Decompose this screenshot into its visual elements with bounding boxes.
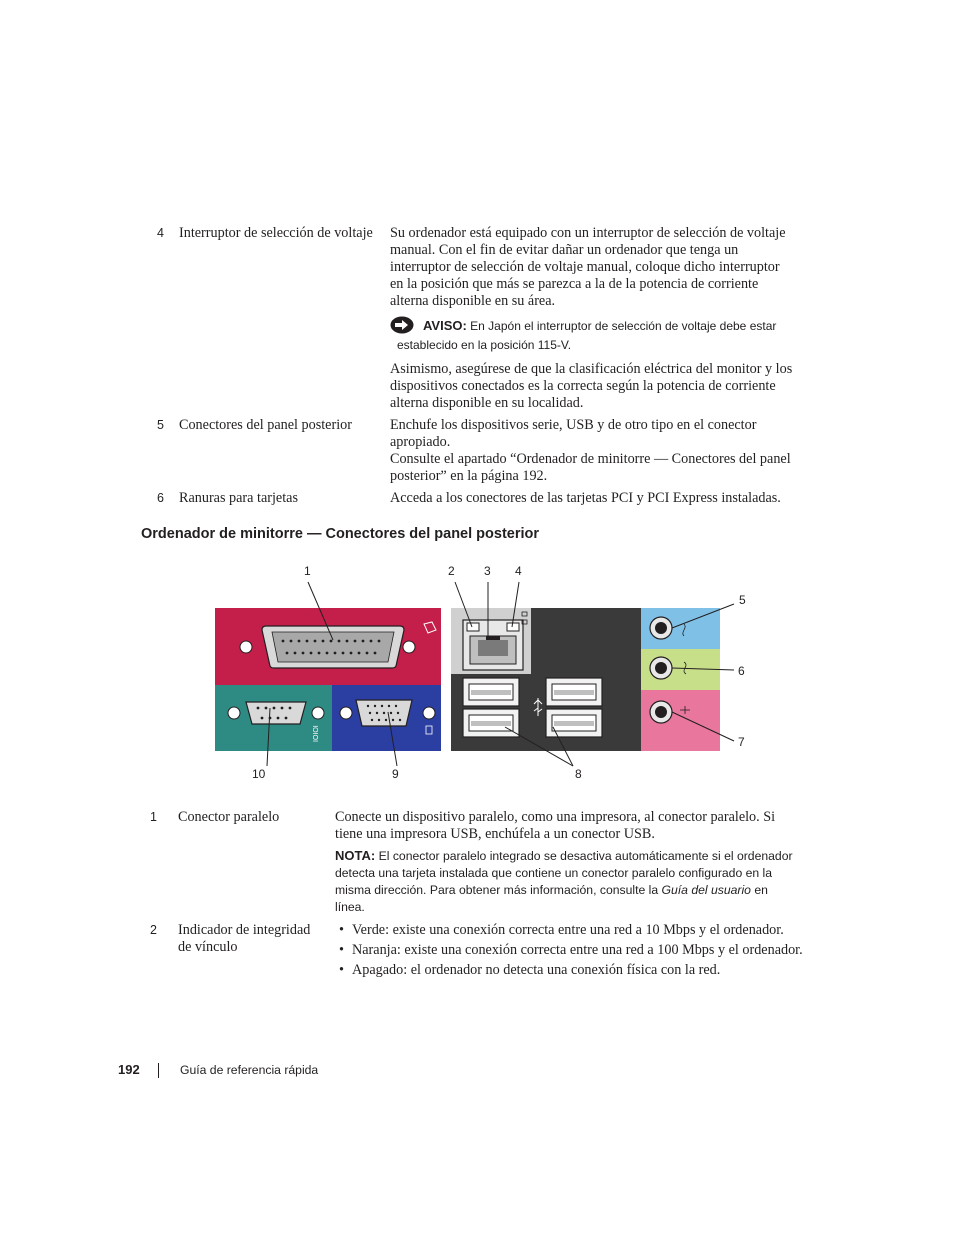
desc-line: alterna disponible en su área. bbox=[390, 293, 556, 309]
serial-icon: IOIOI bbox=[313, 725, 320, 742]
callout-4: 4 bbox=[515, 564, 522, 578]
usb-icon bbox=[533, 698, 543, 716]
warning-arrow-icon bbox=[390, 316, 414, 334]
row-description: Acceda a los conectores de las tarjetas … bbox=[390, 490, 820, 507]
nota-text: línea. bbox=[335, 900, 365, 914]
desc-line: apropiado. bbox=[390, 434, 451, 450]
term-line: Indicador de integridad bbox=[178, 922, 311, 938]
footer-title: Guía de referencia rápida bbox=[180, 1063, 319, 1077]
serial-connector bbox=[245, 701, 307, 725]
parallel-pins bbox=[281, 639, 381, 655]
section-title: Ordenador de minitorre — Conectores del … bbox=[141, 526, 540, 542]
desc-line: Consulte el apartado “Ordenador de minit… bbox=[390, 451, 791, 467]
row-number: 4 bbox=[157, 226, 164, 240]
desc-line: Su ordenador está equipado con un interr… bbox=[390, 225, 786, 241]
desc-line: en la posición que más se parezca a la d… bbox=[390, 276, 759, 292]
printer-icon bbox=[423, 621, 437, 634]
callout-2: 2 bbox=[448, 564, 455, 578]
row-term: Indicador de integridad de vínculo bbox=[178, 922, 310, 956]
callout-10: 10 bbox=[252, 767, 266, 781]
aviso-text: En Japón el interruptor de selección de … bbox=[470, 319, 777, 333]
nota-text: misma dirección. Para obtener más inform… bbox=[335, 883, 659, 897]
callout-9: 9 bbox=[392, 767, 399, 781]
aviso-label: AVISO: bbox=[423, 318, 467, 333]
row-description: Enchufe los dispositivos serie, USB y de… bbox=[390, 417, 820, 485]
desc-line: posterior” en la página 192. bbox=[390, 468, 548, 484]
nota-text: El conector paralelo integrado se desact… bbox=[378, 849, 793, 863]
row-number: 5 bbox=[157, 418, 164, 432]
callout-7: 7 bbox=[738, 735, 745, 749]
aviso-text-2: establecido en la posición 115-V. bbox=[397, 338, 572, 352]
row-term: Interruptor de selección de voltaje bbox=[179, 225, 373, 241]
usb-ports-left bbox=[462, 677, 520, 738]
term-line: de vínculo bbox=[178, 939, 238, 955]
bullet-item: Apagado: el ordenador no detecta una con… bbox=[337, 962, 817, 979]
desc-line: Conecte un dispositivo paralelo, como un… bbox=[335, 809, 776, 825]
desc-line: Asimismo, asegúrese de que la clasificac… bbox=[390, 361, 793, 377]
row-number: 6 bbox=[157, 491, 164, 505]
desc-line: Acceda a los conectores de las tarjetas … bbox=[390, 490, 781, 506]
row-term: Conector paralelo bbox=[178, 809, 280, 825]
bullet-item: Verde: existe una conexión correcta entr… bbox=[337, 922, 817, 939]
page-number: 192 bbox=[118, 1062, 140, 1077]
monitor-icon bbox=[425, 725, 433, 735]
nota-text: en bbox=[754, 883, 768, 897]
nota-label: NOTA: bbox=[335, 848, 376, 863]
row-number: 2 bbox=[150, 923, 157, 937]
callout-1: 1 bbox=[304, 564, 311, 578]
nota-text: detecta una tarjeta instalada que contie… bbox=[335, 866, 773, 880]
row-description-2: Asimismo, asegúrese de que la clasificac… bbox=[390, 361, 820, 412]
row-description: Conecte un dispositivo paralelo, como un… bbox=[335, 809, 815, 843]
user-guide-reference: Guía del usuario bbox=[661, 883, 751, 897]
rear-panel-diagram: IOIOI bbox=[215, 581, 735, 767]
row-term: Conectores del panel posterior bbox=[179, 417, 352, 433]
network-icon bbox=[521, 611, 528, 625]
desc-line: alterna disponible en su localidad. bbox=[390, 395, 584, 411]
row-term: Ranuras para tarjetas bbox=[179, 490, 298, 506]
callout-8: 8 bbox=[575, 767, 582, 781]
desc-line: Enchufe los dispositivos serie, USB y de… bbox=[390, 417, 757, 433]
microphone-icon bbox=[680, 706, 690, 714]
mic-block bbox=[641, 690, 720, 751]
line-in-icon bbox=[682, 623, 686, 637]
desc-line: manual. Con el fin de evitar dañar un or… bbox=[390, 242, 739, 258]
desc-line: tiene una impresora USB, enchúfela a un … bbox=[335, 826, 655, 842]
footer-divider bbox=[158, 1063, 159, 1078]
audio-jacks bbox=[649, 616, 673, 724]
bullet-item: Naranja: existe una conexión correcta en… bbox=[337, 942, 817, 959]
row-number: 1 bbox=[150, 810, 157, 824]
callout-3: 3 bbox=[484, 564, 491, 578]
desc-line: interruptor de selección de voltaje manu… bbox=[390, 259, 780, 275]
desc-line: dispositivos conectados es la correcta s… bbox=[390, 378, 776, 394]
row-description: Su ordenador está equipado con un interr… bbox=[390, 225, 820, 310]
callout-lines bbox=[266, 581, 735, 767]
nota-notice: NOTA: El conector paralelo integrado se … bbox=[335, 847, 825, 916]
callout-6: 6 bbox=[738, 664, 745, 678]
callout-5: 5 bbox=[739, 593, 746, 607]
row-description: Verde: existe una conexión correcta entr… bbox=[337, 922, 817, 982]
